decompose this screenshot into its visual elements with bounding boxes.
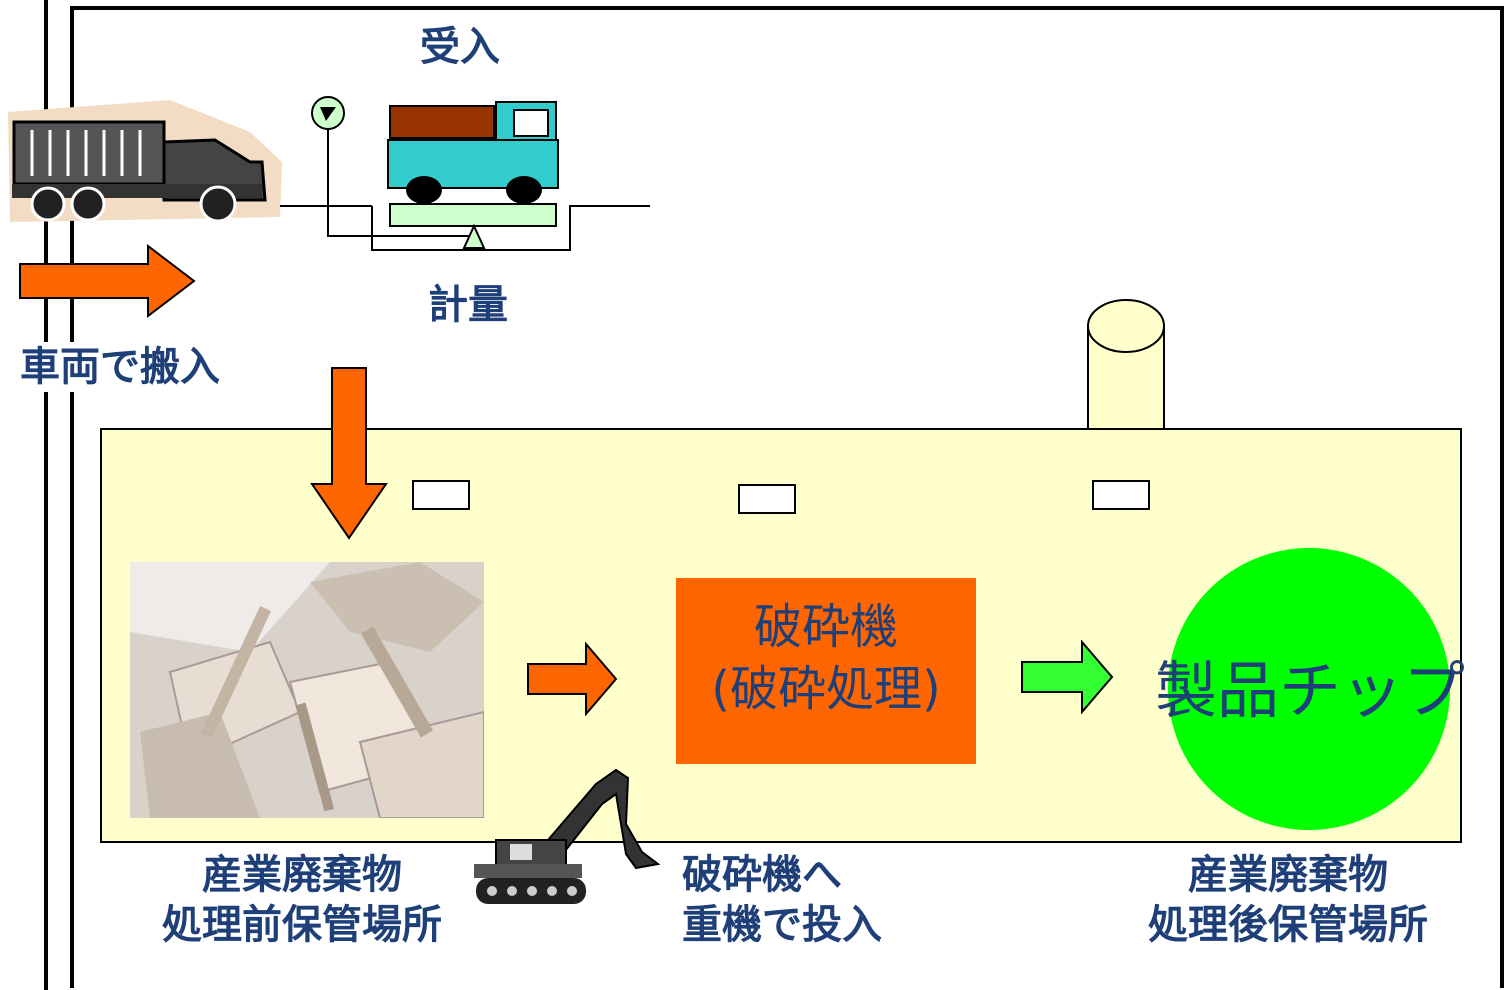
arrow-to-crusher xyxy=(527,642,618,716)
weighing-label: 計量 xyxy=(428,282,508,328)
building-window xyxy=(738,484,796,514)
before-storage-line1: 産業廃棄物 xyxy=(202,852,402,898)
feed-line1: 破砕機へ xyxy=(682,852,842,898)
before-storage-line2: 処理前保管場所 xyxy=(162,902,442,948)
weigh-scale-diagram xyxy=(280,114,650,251)
site-boundary xyxy=(70,6,1504,988)
crusher-process-label: (破砕処理) xyxy=(711,661,941,718)
after-storage-line1: 産業廃棄物 xyxy=(1188,852,1388,898)
feed-label: 破砕機へ 重機で投入 xyxy=(682,850,934,950)
building-window xyxy=(412,480,470,510)
building-window xyxy=(1092,480,1150,510)
arrow-down-to-storage xyxy=(310,367,388,540)
after-storage-label: 産業廃棄物 処理後保管場所 xyxy=(1116,850,1460,950)
after-storage-line2: 処理後保管場所 xyxy=(1148,902,1428,948)
arrow-to-product xyxy=(1021,640,1114,714)
crusher-label: 破砕機 xyxy=(753,599,898,655)
waste-wood-photo xyxy=(130,562,484,818)
scale-truck-icon xyxy=(387,101,559,204)
dump-truck-icon xyxy=(8,100,282,223)
arrow-vehicle-in xyxy=(19,244,196,318)
crusher-box: 破砕機 (破砕処理) xyxy=(676,578,976,764)
chimney-icon xyxy=(1087,299,1165,430)
vehicle-in-label: 車両で搬入 xyxy=(18,342,222,392)
excavator-icon xyxy=(474,768,661,904)
receive-label: 受入 xyxy=(420,24,500,70)
product-label: 製品チップ xyxy=(1154,654,1465,727)
road-line-left xyxy=(44,0,48,990)
scale-gauge-icon xyxy=(311,96,345,130)
feed-line2: 重機で投入 xyxy=(682,902,882,948)
before-storage-label: 産業廃棄物 処理前保管場所 xyxy=(130,850,474,950)
product-circle xyxy=(1168,548,1450,830)
